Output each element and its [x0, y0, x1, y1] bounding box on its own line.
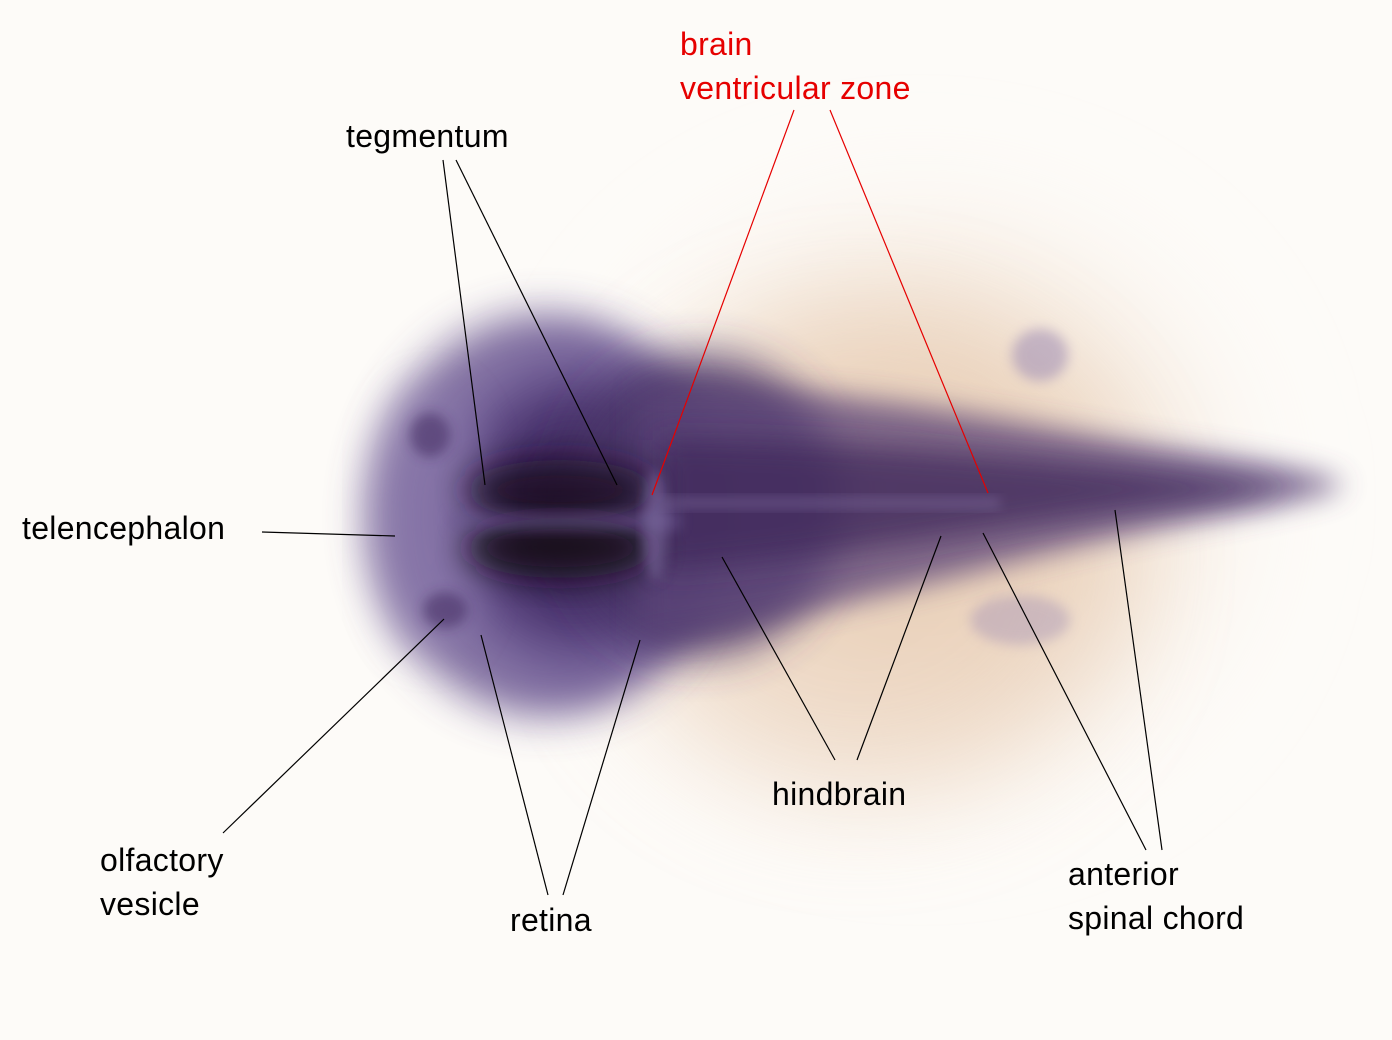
label-brain-ventricular-zone-line2: ventricular zone: [680, 70, 911, 106]
dark-core: [450, 460, 1000, 580]
label-brain-ventricular-zone-line1: brain: [680, 26, 753, 62]
label-olfactory-vesicle-line2: vesicle: [100, 886, 200, 922]
label-hindbrain: hindbrain: [772, 772, 906, 816]
leader-brain-vz-2: [829, 109, 989, 494]
leader-telencephalon: [261, 531, 396, 537]
label-anterior-spinal-chord-line2: spinal chord: [1068, 900, 1245, 936]
label-tegmentum-text: tegmentum: [346, 118, 509, 154]
label-brain-ventricular-zone: brain ventricular zone: [680, 22, 911, 110]
leader-retina-1: [480, 634, 549, 896]
highlight-lines: [651, 109, 989, 496]
leader-tegmentum-1: [442, 159, 486, 486]
label-tegmentum: tegmentum: [346, 114, 509, 158]
leader-olfactory: [222, 618, 445, 834]
leader-spinal-1: [982, 532, 1147, 851]
label-olfactory-vesicle-line1: olfactory: [100, 842, 224, 878]
label-retina-text: retina: [510, 902, 592, 938]
label-hindbrain-text: hindbrain: [772, 776, 907, 812]
label-anterior-spinal-chord-line1: anterior: [1068, 856, 1179, 892]
leader-hindbrain-2: [856, 535, 942, 761]
leader-retina-2: [562, 639, 641, 896]
label-olfactory-vesicle: olfactory vesicle: [100, 838, 224, 926]
leader-hindbrain-1: [721, 556, 836, 761]
label-telencephalon-text: telencephalon: [22, 510, 226, 546]
label-retina: retina: [510, 898, 592, 942]
leader-tegmentum-2: [455, 159, 618, 486]
leader-spinal-2: [1114, 509, 1163, 851]
leader-lines: [222, 159, 1163, 896]
label-telencephalon: telencephalon: [22, 506, 225, 550]
leader-brain-vz-1: [651, 109, 795, 496]
label-anterior-spinal-chord: anterior spinal chord: [1068, 852, 1244, 940]
